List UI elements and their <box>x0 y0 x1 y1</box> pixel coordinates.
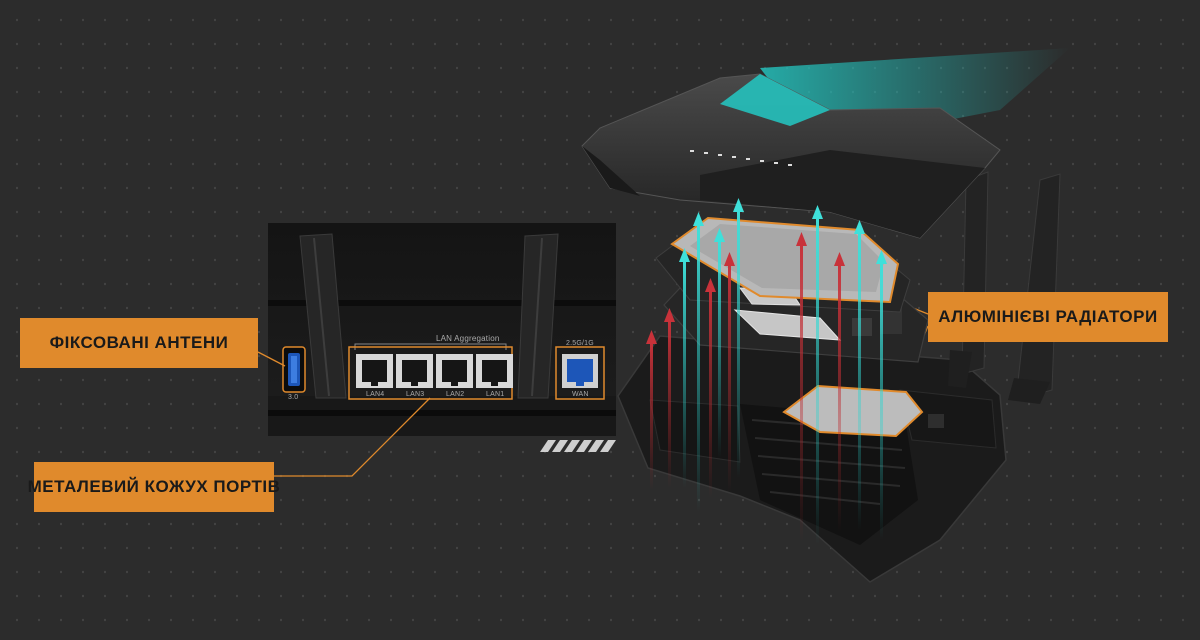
lan-port-label: LAN4 <box>366 391 385 398</box>
fixed-antennas-label: ФІКСОВАНІ АНТЕНИ <box>20 318 258 368</box>
hatch-decoration <box>540 440 616 452</box>
airflow-arrows <box>646 198 887 545</box>
lan-port-label: LAN3 <box>406 391 425 398</box>
lan-aggregation-text: LAN Aggregation <box>436 334 500 343</box>
wan-label: WAN <box>572 391 589 398</box>
lan-ports <box>356 354 513 388</box>
usb-label: 3.0 <box>288 394 299 401</box>
antenna-icon <box>299 233 347 399</box>
lan-port-label: LAN2 <box>446 391 465 398</box>
aluminum-heatsinks-label: АЛЮМІНІЄВІ РАДІАТОРИ <box>928 292 1168 342</box>
wan-speed-label: 2.5G/1G <box>566 340 594 347</box>
metal-port-shield-label: МЕТАЛЕВИЙ КОЖУХ ПОРТІВ <box>28 462 280 512</box>
lan-port-label: LAN1 <box>486 391 505 398</box>
port-panel <box>268 223 616 452</box>
